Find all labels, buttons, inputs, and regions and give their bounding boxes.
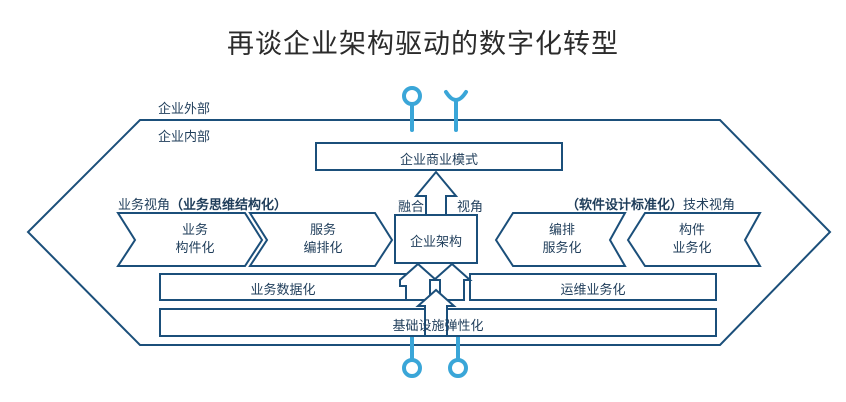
tech-view-label: （软件设计标准化）技术视角 <box>566 194 735 213</box>
left-up-arrow <box>399 262 439 301</box>
page-title: 再谈企业架构驱动的数字化转型 <box>227 29 619 60</box>
left-chevron-2 <box>248 212 394 267</box>
right-up-arrow <box>431 262 473 301</box>
tech-view-note: （软件设计标准化） <box>566 198 684 213</box>
right-chevron-2 <box>626 212 762 267</box>
business-model-label: 企业商业模式 <box>399 153 478 168</box>
internal-label: 企业内部 <box>158 130 211 145</box>
enterprise-architecture-box <box>394 214 478 264</box>
right-chevron-2-text: 构件 业务化 <box>672 223 712 256</box>
tech-view-text: 技术视角 <box>683 198 736 213</box>
center-up-arrow <box>415 288 457 337</box>
business-model-box <box>315 142 563 171</box>
fusion-label: 融合 <box>398 200 425 215</box>
enterprise-boundary <box>26 119 832 346</box>
business-data-label: 业务数据化 <box>250 283 316 298</box>
right-chevron-1 <box>494 212 627 267</box>
ops-business-bar <box>469 273 717 301</box>
top-connector-icons <box>402 86 468 132</box>
bottom-connector-icons <box>402 334 468 378</box>
view-label: 视角 <box>457 200 484 215</box>
left-chevron-1 <box>116 212 264 267</box>
right-chevron-1-text: 编排 服务化 <box>542 223 582 256</box>
ops-business-label: 运维业务化 <box>560 283 626 298</box>
business-view-label: 业务视角（业务思维结构化） <box>118 194 287 213</box>
business-view-text: 业务视角 <box>118 198 171 213</box>
business-view-note: （业务思维结构化） <box>170 198 288 213</box>
infrastructure-label: 基础设施弹性化 <box>392 319 484 334</box>
business-data-bar <box>159 273 407 301</box>
enterprise-architecture-label: 企业架构 <box>409 235 462 250</box>
left-chevron-1-text: 业务 构件化 <box>175 223 215 256</box>
left-chevron-2-text: 服务 编排化 <box>303 223 343 256</box>
external-label: 企业外部 <box>158 102 211 117</box>
